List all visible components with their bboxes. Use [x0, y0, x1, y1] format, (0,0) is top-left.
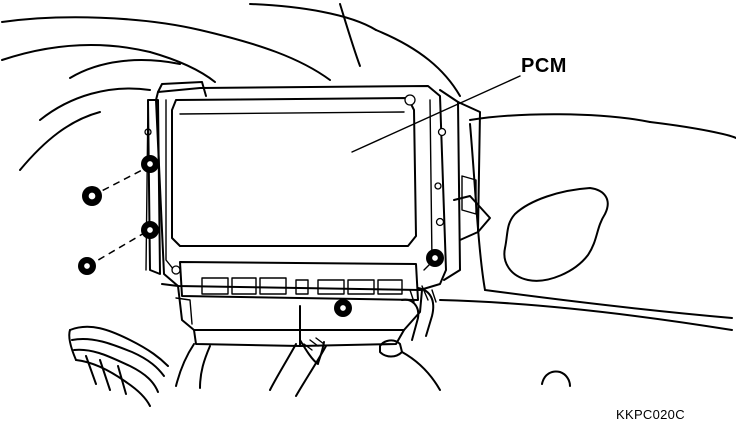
- pcm-callout-label: PCM: [521, 55, 567, 77]
- pcm-callout-leader: [351, 75, 521, 153]
- wiring-harness: [175, 337, 441, 397]
- bolt-upper-left: [82, 186, 102, 206]
- panel-cutout: [503, 187, 609, 282]
- left-wire-bundle: [68, 325, 169, 407]
- figure-code: KKPC020C: [616, 407, 685, 422]
- mounting-bolts: [78, 155, 444, 317]
- bolt-flange-upper: [141, 155, 159, 173]
- bolt-lower-left: [78, 257, 96, 275]
- floor-hole: [541, 370, 571, 387]
- bolt-bottom: [334, 299, 352, 317]
- bolt-flange-lower: [141, 221, 159, 239]
- body-panel-contours: [1, 3, 736, 331]
- pcm-module: [144, 81, 447, 291]
- mounting-bracket: [439, 89, 491, 281]
- pcm-connector: [161, 261, 437, 347]
- bolt-right: [426, 249, 444, 267]
